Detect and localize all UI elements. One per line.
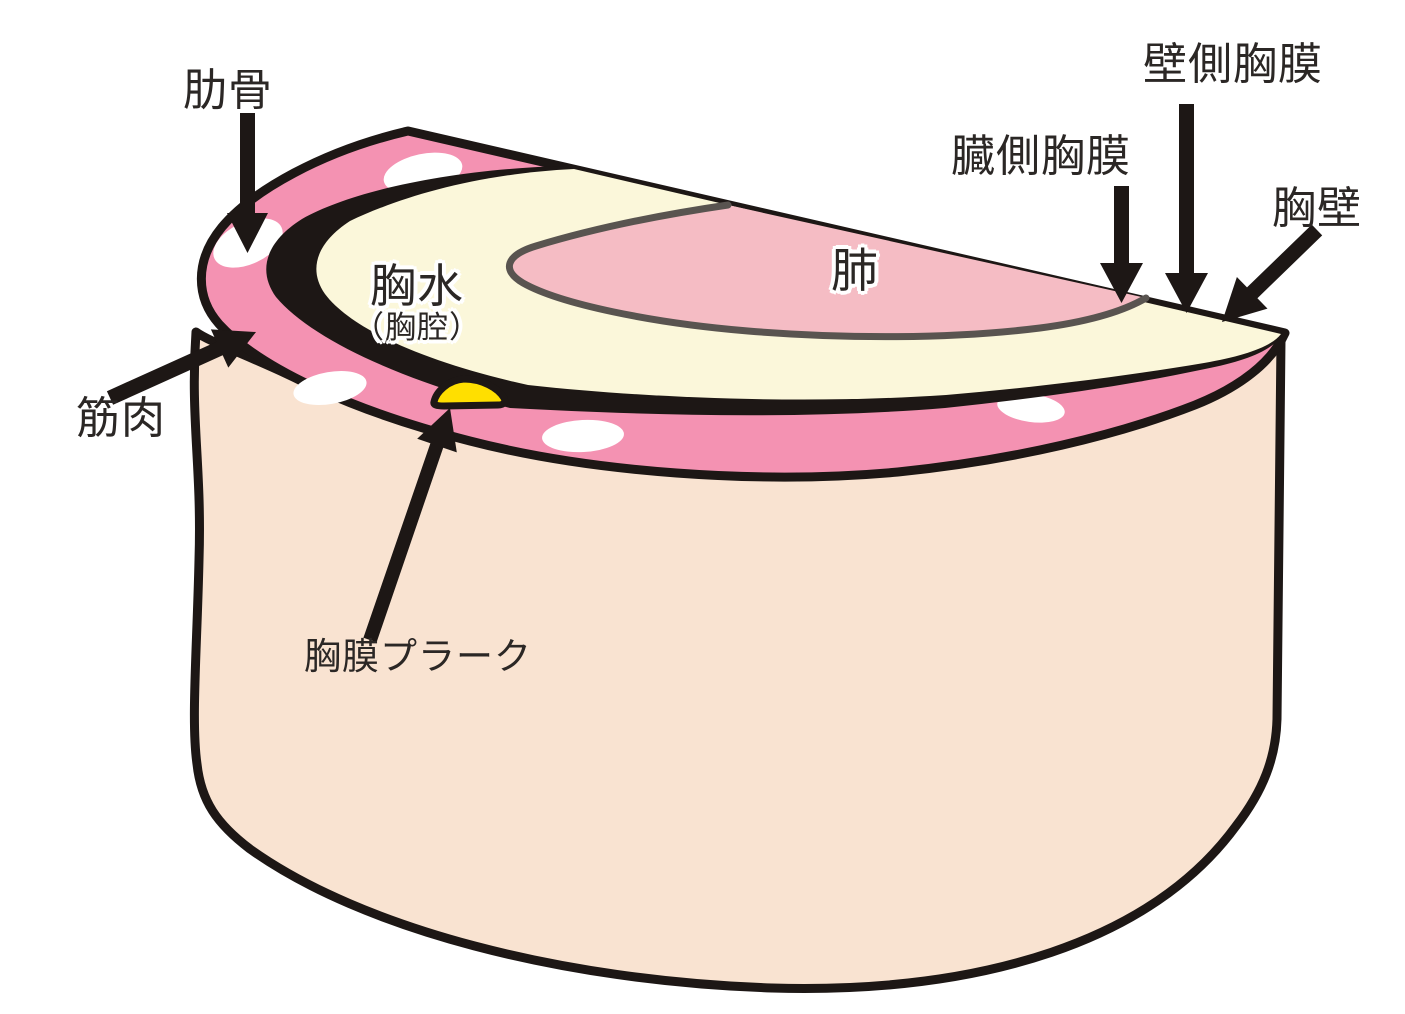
- pleural-plaque-label: 胸膜プラーク: [304, 635, 532, 678]
- pleural-cavity-label-sub: （胸腔）: [353, 310, 481, 347]
- rib-oval: [293, 370, 367, 406]
- rib-oval: [542, 419, 624, 453]
- rib-label: 肋骨: [183, 65, 273, 116]
- pleural-plaque-arrow: [363, 408, 457, 643]
- muscle-label: 筋肉: [76, 393, 166, 444]
- visceral-pleura-line: [506, 201, 1150, 341]
- parietal-pleura-label: 壁側胸膜: [1143, 39, 1323, 90]
- rib-arrow: [227, 113, 268, 253]
- parietal-pleura-arrow: [1165, 104, 1208, 313]
- pleural-plaque-shape: [430, 375, 509, 410]
- pleural-fluid-label-main: 胸水: [370, 259, 464, 313]
- muscle-arrow: [106, 329, 257, 405]
- visceral-pleura-arrow: [1100, 186, 1143, 303]
- chest-wall-arrow: [1222, 224, 1323, 322]
- lung-area: [509, 205, 1147, 337]
- rib-oval: [997, 393, 1065, 423]
- lung-label: 肺: [831, 244, 879, 299]
- pleural-fluid-label: 胸水 （胸腔）: [352, 262, 482, 345]
- visceral-pleura-label: 臓側胸膜: [951, 131, 1131, 182]
- chest-wall-label: 胸壁: [1272, 183, 1362, 234]
